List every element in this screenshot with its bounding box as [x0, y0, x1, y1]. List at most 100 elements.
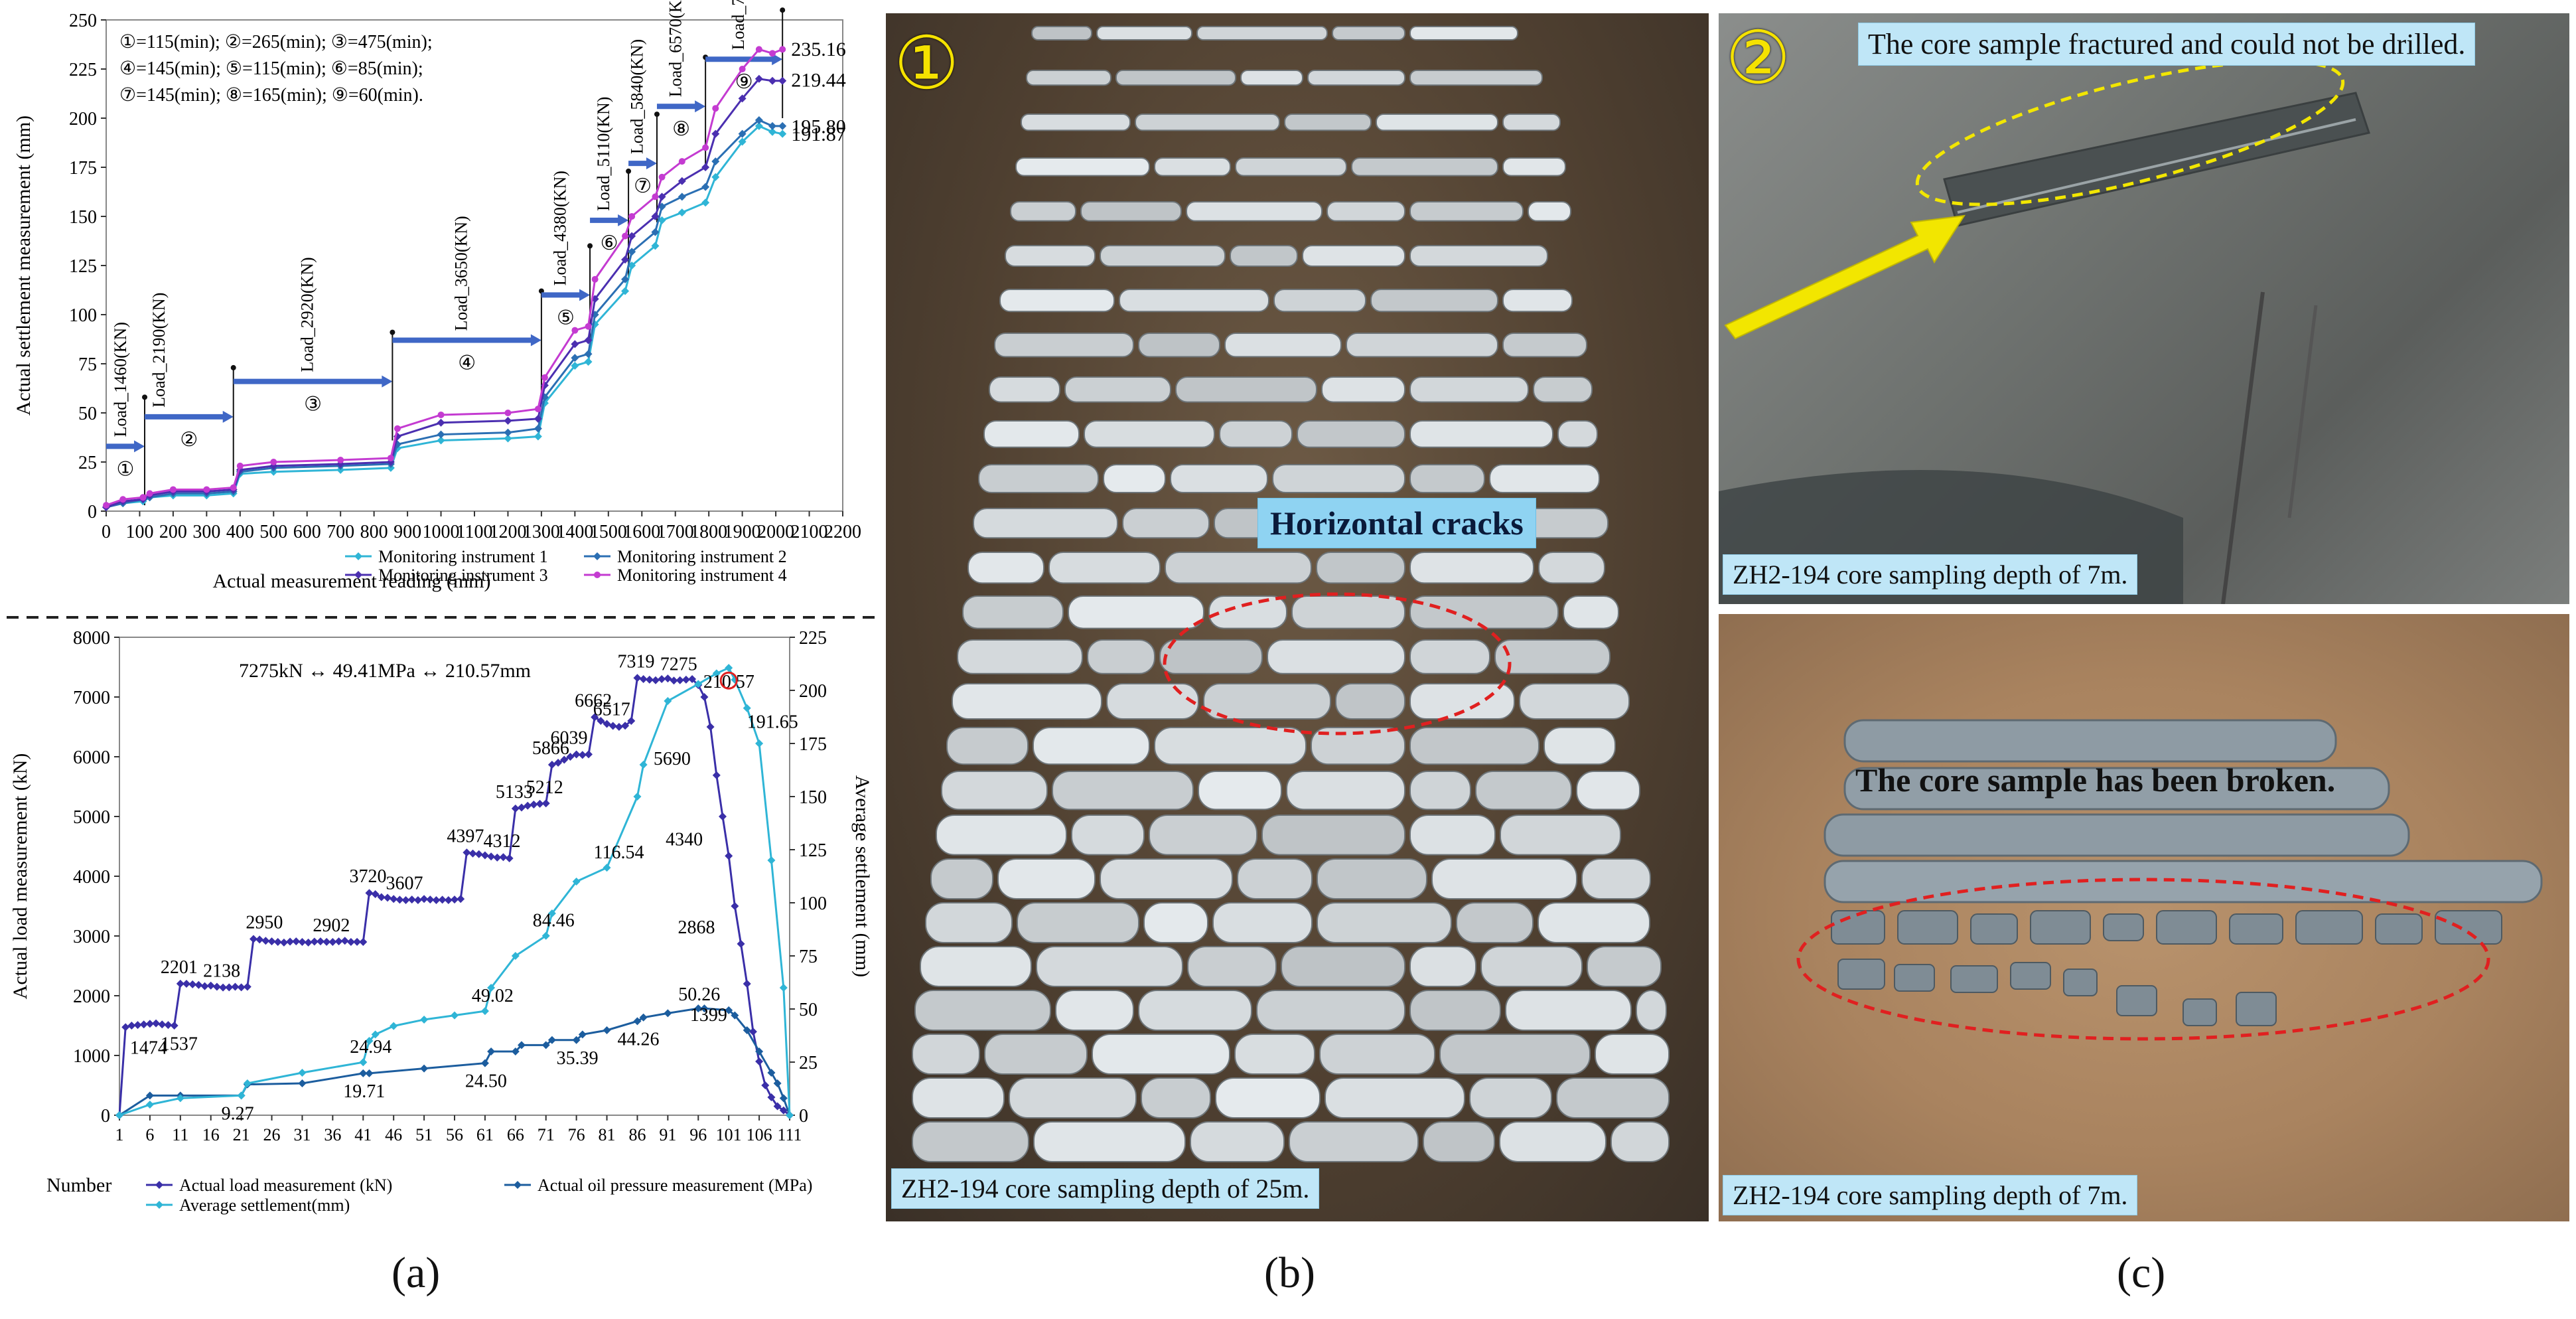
core-piece [1009, 1077, 1137, 1119]
series-point [267, 937, 276, 946]
series-point [712, 771, 721, 779]
series-point [487, 852, 496, 861]
core-piece [1138, 333, 1220, 358]
legend-label: Monitoring instrument 1 [378, 547, 548, 566]
series-point [401, 896, 410, 904]
core-piece [1175, 376, 1317, 403]
series-line-1 [106, 125, 783, 508]
series-point [678, 193, 686, 201]
series-point [444, 896, 453, 904]
series-point [334, 937, 343, 946]
stage-number: ⑦ [634, 175, 652, 197]
end-value-label: 235.16 [791, 39, 846, 60]
core-piece [1036, 946, 1183, 987]
series-point [322, 937, 331, 946]
series-point [365, 1037, 374, 1045]
series-point [755, 739, 764, 747]
series-point [298, 1079, 307, 1087]
core-piece [1237, 858, 1313, 899]
series-point [304, 938, 313, 947]
y-tick-label: 225 [69, 60, 97, 80]
series-point [554, 759, 563, 767]
legend-label: Average settlement(mm) [179, 1196, 350, 1215]
core-piece [1519, 683, 1630, 720]
series-point [203, 486, 210, 493]
series-point [243, 982, 251, 991]
stage-load-label: Load_2190(KN) [149, 293, 169, 408]
series-point [725, 664, 733, 672]
horizontal-cracks-banner: Horizontal cracks [1257, 498, 1536, 548]
stage-number: ③ [304, 394, 322, 416]
core-piece [1316, 552, 1405, 584]
stage-divider-cap [587, 243, 593, 249]
broken-core-photo: The core sample has been broken. ZH2-194… [1719, 614, 2569, 1221]
x-tick-label: 61 [476, 1125, 494, 1144]
peak-marker [719, 671, 738, 690]
load-value-label: 6517 [593, 699, 630, 720]
series-point [739, 66, 746, 72]
core-piece [1261, 815, 1405, 856]
core-piece [1326, 201, 1405, 222]
core-piece [912, 1077, 1005, 1119]
x-tick-label: 2200 [824, 522, 861, 542]
series-point [621, 287, 630, 295]
core-piece [1212, 902, 1313, 943]
stage-load-label: Load_5840(KN) [628, 39, 647, 154]
core-piece [1610, 1121, 1670, 1162]
y-tick-label: 7000 [73, 688, 110, 708]
series-point [371, 1030, 380, 1039]
x-tick-label: 86 [628, 1125, 646, 1144]
duration-line: ⑦=145(min); ⑧=165(min); ⑨=60(min). [119, 85, 423, 106]
core-piece [1409, 771, 1471, 811]
series-point [658, 216, 666, 224]
series-point [725, 1006, 733, 1014]
series-point [754, 74, 763, 83]
core-piece [1500, 815, 1621, 856]
stage-divider-cap [626, 168, 632, 174]
series-point [230, 484, 237, 491]
x-tick-label: 31 [293, 1125, 311, 1144]
series-point [701, 183, 710, 191]
core-piece [1324, 1077, 1465, 1119]
series-point [651, 242, 660, 250]
x-tick-label: 1800 [690, 522, 727, 542]
x-tick-label: 66 [507, 1125, 524, 1144]
load-value-label: 4312 [483, 831, 520, 852]
core-piece [1015, 157, 1150, 177]
core-piece [1033, 727, 1150, 765]
load-value-label: 6662 [575, 690, 612, 711]
series-point [767, 1093, 776, 1101]
series-point [169, 486, 177, 493]
core-piece [989, 376, 1060, 403]
core-piece [1319, 1034, 1435, 1075]
x-tick-label: 81 [599, 1125, 616, 1144]
series-point [743, 1026, 751, 1034]
core-piece [1198, 771, 1282, 811]
series-point [206, 981, 215, 990]
y2-tick-label: 225 [799, 628, 827, 649]
series-point [664, 674, 672, 683]
series-point [639, 675, 648, 683]
series-point [394, 425, 401, 432]
core-piece [1409, 946, 1476, 987]
series-point [701, 163, 710, 171]
chart1-y-axis-label: Actual settlement measurement (mm) [13, 116, 35, 416]
pressure-value-label: 50.26 [678, 984, 720, 1005]
series-point [212, 982, 221, 991]
series-point [133, 1021, 142, 1030]
series-point [585, 750, 593, 759]
series-point [437, 411, 445, 418]
series-point [390, 895, 398, 903]
series-point [651, 228, 660, 236]
load-value-label: 1474 [130, 1038, 167, 1058]
core-piece [1005, 245, 1096, 267]
series-point [359, 938, 368, 946]
x-tick-label: 91 [659, 1125, 676, 1144]
x-tick-label: 21 [233, 1125, 250, 1144]
pressure-value-label: 35.39 [557, 1048, 599, 1069]
stage-load-label: Load_4380(KN) [550, 171, 569, 285]
stage-number: ① [117, 458, 135, 480]
core-piece [941, 771, 1048, 811]
y-tick-label: 200 [69, 109, 97, 129]
